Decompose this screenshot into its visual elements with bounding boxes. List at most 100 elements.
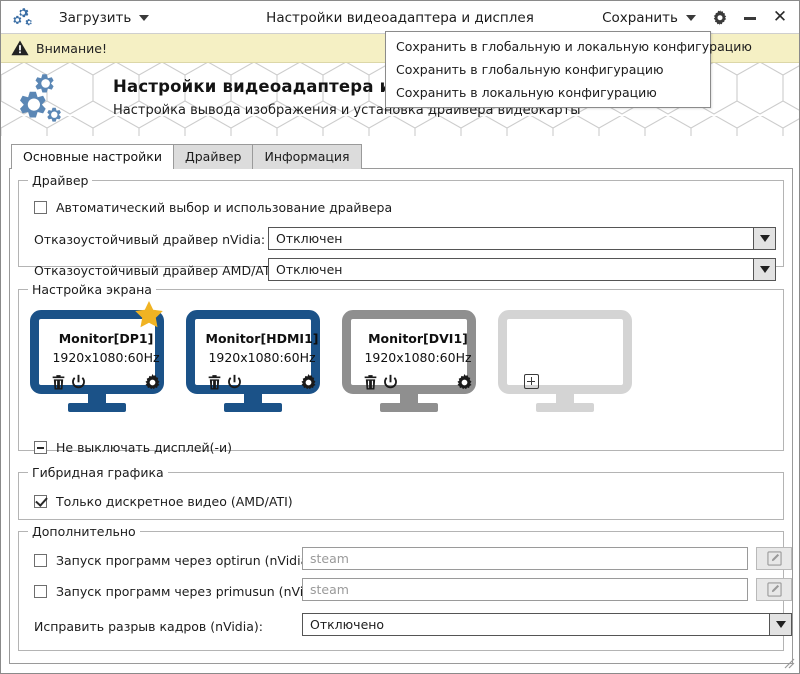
plus-icon[interactable]: [524, 374, 539, 389]
button-edit-optirun[interactable]: [756, 547, 792, 570]
monitor-resolution: 1920x1080:60Hz: [208, 350, 316, 365]
monitor-name: Monitor[DVI1]: [368, 331, 468, 346]
checkbox-keep-display-on-label: Не выключать дисплей(-и): [56, 440, 233, 455]
checkbox-box[interactable]: [34, 554, 47, 567]
chevron-down-icon[interactable]: [753, 259, 775, 280]
monitor-name: Monitor[DP1]: [58, 331, 154, 346]
primary-star-icon[interactable]: [134, 300, 164, 329]
close-icon: ✕: [772, 7, 788, 27]
monitor-base: [380, 403, 438, 412]
settings-button[interactable]: [705, 1, 735, 34]
button-edit-primusrun[interactable]: [756, 578, 792, 601]
combo-tear-fix[interactable]: Отключено: [302, 613, 792, 636]
tab-panel-basic-settings: Драйвер Автоматический выбор и использов…: [9, 168, 793, 664]
checkbox-discrete-only-label: Только дискретное видео (AMD/ATI): [56, 494, 293, 509]
chevron-down-icon[interactable]: [753, 228, 775, 249]
input-optirun-command[interactable]: steam: [302, 547, 748, 570]
gear-icon[interactable]: [456, 373, 473, 391]
group-driver: Драйвер: [18, 173, 784, 267]
combo-amd-fallback-driver[interactable]: Отключен: [268, 258, 776, 281]
combo-amd-value: Отключен: [276, 262, 343, 277]
save-menu-button[interactable]: Сохранить: [593, 1, 705, 34]
checkbox-box[interactable]: [34, 495, 47, 508]
chevron-down-icon: [686, 14, 696, 21]
minimize-button[interactable]: [735, 1, 765, 34]
pencil-square-icon: [766, 551, 782, 566]
warning-text: Внимание!: [36, 40, 107, 56]
save-menu-label: Сохранить: [602, 9, 678, 26]
monitor-screen: [498, 310, 632, 394]
group-driver-title: Драйвер: [28, 173, 93, 188]
monitor-base: [536, 403, 594, 412]
chevron-down-icon[interactable]: [769, 614, 791, 635]
checkbox-auto-driver-label: Автоматический выбор и использование дра…: [56, 200, 393, 215]
monitor-neck: [244, 394, 262, 403]
combo-nvidia-value: Отключен: [276, 231, 343, 246]
checkbox-optirun-label: Запуск программ через optirun (nVidia):: [56, 553, 318, 568]
checkbox-box[interactable]: [34, 441, 47, 454]
checkbox-auto-driver[interactable]: Автоматический выбор и использование дра…: [34, 200, 392, 215]
monitor-card-dp1[interactable]: Monitor[DP1] 1920x1080:60Hz: [30, 301, 164, 412]
menu-item-save-global-local[interactable]: Сохранить в глобальную и локальную конфи…: [396, 39, 752, 54]
checkbox-primusrun-label: Запуск программ через primusun (nVidia):: [56, 584, 332, 599]
monitor-base: [224, 403, 282, 412]
monitor-base: [68, 403, 126, 412]
monitor-neck: [556, 394, 574, 403]
load-menu-button[interactable]: Загрузить: [49, 1, 159, 34]
combo-tear-fix-value: Отключено: [310, 617, 385, 632]
trash-icon[interactable]: [362, 374, 379, 391]
group-screen-setup-title: Настройка экрана: [28, 282, 156, 297]
save-dropdown-menu: Сохранить в глобальную и локальную конфи…: [385, 31, 752, 108]
monitor-resolution: 1920x1080:60Hz: [52, 350, 160, 365]
checkbox-box[interactable]: [34, 585, 47, 598]
close-button[interactable]: ✕: [765, 1, 795, 34]
tab-driver[interactable]: Драйвер: [172, 144, 254, 169]
trash-icon[interactable]: [50, 374, 67, 391]
monitor-card-hdmi1[interactable]: Monitor[HDMI1] 1920x1080:60Hz: [186, 310, 320, 412]
monitor-actions: [362, 372, 474, 392]
monitor-list: Monitor[DP1] 1920x1080:60Hz: [30, 301, 632, 412]
group-screen-setup: Настройка экрана: [18, 282, 784, 451]
app-gears-icon: [11, 7, 35, 29]
monitor-card-dvi1[interactable]: Monitor[DVI1] 1920x1080:60Hz: [342, 310, 476, 412]
trash-icon[interactable]: [206, 374, 223, 391]
power-icon[interactable]: [226, 374, 243, 391]
banner-gears-logo-icon: [15, 71, 107, 129]
tab-strip: Основные настройки Драйвер Информация: [11, 144, 791, 169]
gear-icon: [713, 9, 727, 25]
power-icon[interactable]: [382, 374, 399, 391]
tab-basic-settings[interactable]: Основные настройки: [11, 144, 174, 169]
monitor-resolution: 1920x1080:60Hz: [364, 350, 472, 365]
checkbox-box[interactable]: [34, 201, 47, 214]
titlebar-controls: Сохранить ✕: [593, 1, 795, 34]
monitor-neck: [400, 394, 418, 403]
label-nvidia-fallback-driver: Отказоустойчивый драйвер nVidia:: [34, 232, 266, 247]
checkbox-primusrun[interactable]: Запуск программ через primusun (nVidia):: [34, 584, 331, 599]
menu-item-save-global[interactable]: Сохранить в глобальную конфигурацию: [396, 62, 664, 77]
power-icon[interactable]: [70, 374, 87, 391]
gear-icon[interactable]: [300, 373, 317, 391]
chevron-down-icon: [139, 14, 150, 21]
checkbox-discrete-only[interactable]: Только дискретное видео (AMD/ATI): [34, 494, 293, 509]
monitor-actions: [206, 372, 318, 392]
warning-triangle-icon: [11, 40, 29, 56]
monitor-screen: Monitor[HDMI1] 1920x1080:60Hz: [186, 310, 320, 394]
input-primusrun-command[interactable]: steam: [302, 578, 748, 601]
menu-item-save-local[interactable]: Сохранить в локальную конфигурацию: [396, 85, 657, 100]
pencil-square-icon: [766, 582, 782, 597]
checkbox-keep-display-on[interactable]: Не выключать дисплей(-и): [34, 440, 232, 455]
group-additional: Дополнительно: [18, 524, 784, 651]
monitor-card-add-new[interactable]: [498, 310, 632, 412]
checkbox-optirun[interactable]: Запуск программ через optirun (nVidia):: [34, 553, 317, 568]
monitor-actions: [50, 372, 162, 392]
group-hybrid-graphics: Гибридная графика: [18, 465, 784, 520]
minimize-icon: [744, 17, 756, 20]
label-tear-fix: Исправить разрыв кадров (nVidia):: [34, 619, 263, 634]
combo-nvidia-fallback-driver[interactable]: Отключен: [268, 227, 776, 250]
gear-icon[interactable]: [144, 373, 161, 391]
label-amd-fallback-driver: Отказоустойчивый драйвер AMD/ATI:: [34, 263, 279, 278]
resize-grip-icon[interactable]: [782, 656, 796, 670]
load-menu-label: Загрузить: [59, 9, 132, 26]
tab-information[interactable]: Информация: [252, 144, 362, 169]
